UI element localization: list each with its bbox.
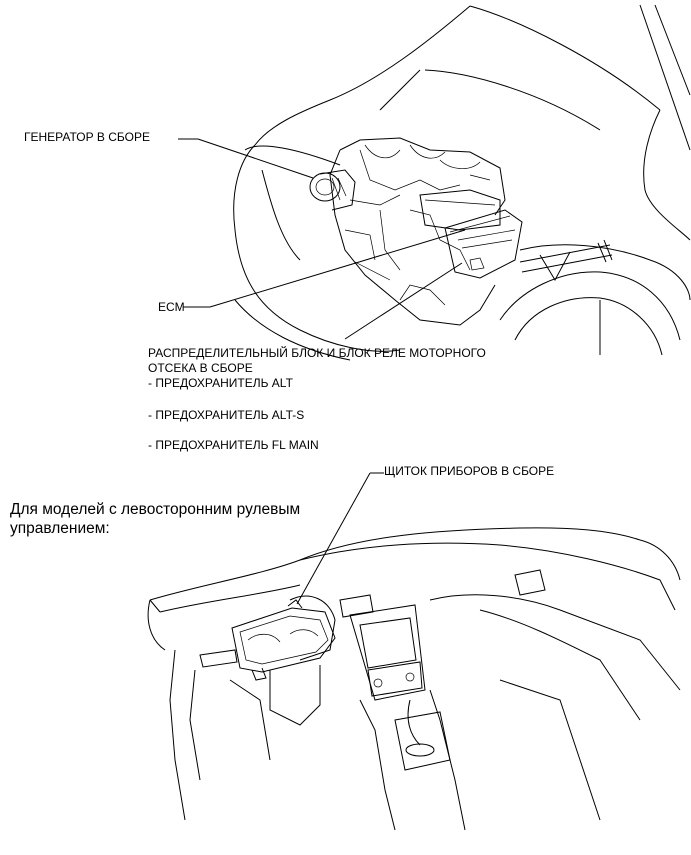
ecm-label: ECM [158, 300, 185, 314]
dashboard-illustration [147, 527, 681, 831]
relay-block-label-line2: ОТСЕКА В СБОРЕ [148, 361, 253, 375]
instrument-cluster-part [231, 599, 336, 681]
instrument-cluster-label: ЩИТОК ПРИБОРОВ В СБОРЕ [384, 464, 555, 478]
leader-lines-lower [296, 472, 384, 605]
lhd-note-line2: управлением: [10, 520, 110, 537]
vehicle-engine-bay-illustration [233, 4, 691, 361]
alternator-part [309, 169, 356, 211]
relay-block-label-line1: РАСПРЕДЕЛИТЕЛЬНЫЙ БЛОК И БЛОК РЕЛЕ МОТОР… [148, 346, 486, 360]
fuse-fl-main-label: - ПРЕДОХРАНИТЕЛЬ FL MAIN [148, 438, 319, 452]
generator-label: ГЕНЕРАТОР В СБОРЕ [24, 130, 150, 144]
relay-block-part [444, 209, 523, 279]
fuse-alt-label: - ПРЕДОХРАНИТЕЛЬ ALT [148, 376, 293, 390]
leader-lines-upper [178, 138, 466, 340]
lhd-note-line1: Для моделей с левосторонним рулевым [10, 501, 301, 518]
fuse-alt-s-label: - ПРЕДОХРАНИТЕЛЬ ALT-S [148, 408, 305, 422]
